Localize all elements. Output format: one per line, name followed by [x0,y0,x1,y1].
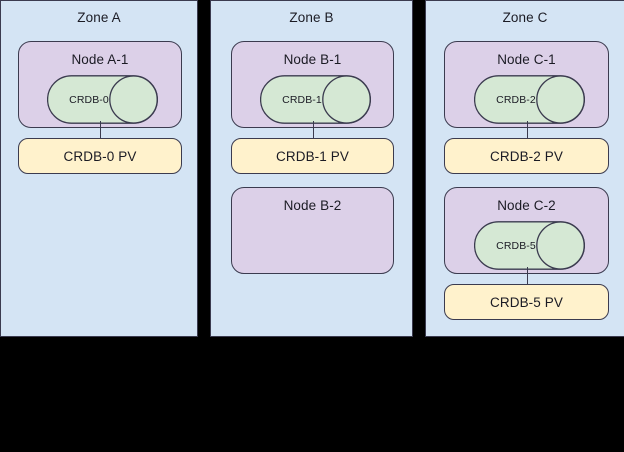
pv-crdb-2: CRDB-2 PV [444,138,609,174]
node-b-1: Node B-1 CRDB-1 [231,41,394,128]
zone-c: Zone C Node C-1 CRDB-2 CRDB-2 PV Node C-… [425,0,624,337]
cylinder-shape-icon [47,75,158,124]
node-c-2-title: Node C-2 [497,198,556,213]
pod-crdb-2: CRDB-2 [474,75,585,124]
connector-node-b-1-to-crdb-1-pv [312,121,315,139]
cylinder-shape-icon [474,75,585,124]
pod-crdb-0: CRDB-0 [47,75,158,124]
pv-crdb-0-label: CRDB-0 PV [63,148,137,164]
pod-crdb-1: CRDB-1 [260,75,371,124]
zone-a: Zone A Node A-1 CRDB-0 CRDB-0 PV [0,0,198,337]
pv-crdb-1-label: CRDB-1 PV [276,148,349,164]
pv-crdb-5: CRDB-5 PV [444,284,609,320]
pv-crdb-5-label: CRDB-5 PV [490,294,563,310]
pod-crdb-1-label: CRDB-1 [282,93,322,106]
zone-a-title: Zone A [77,10,121,25]
pod-crdb-0-label: CRDB-0 [69,93,109,106]
node-a-1-title: Node A-1 [71,52,129,67]
node-b-2-title: Node B-2 [283,198,342,213]
pv-crdb-2-label: CRDB-2 PV [490,148,563,164]
node-a-1: Node A-1 CRDB-0 [18,41,182,128]
node-c-2: Node C-2 CRDB-5 [444,187,609,274]
node-b-1-title: Node B-1 [283,52,342,67]
node-c-1: Node C-1 CRDB-2 [444,41,609,128]
node-c-1-title: Node C-1 [497,52,556,67]
zone-c-title: Zone C [502,10,548,25]
cylinder-shape-icon [260,75,371,124]
zone-b-title: Zone B [289,10,334,25]
connector-node-c-1-to-crdb-2-pv [526,121,529,139]
connector-node-c-2-to-crdb-5-pv [526,267,529,285]
pv-crdb-0: CRDB-0 PV [18,138,182,174]
pod-crdb-2-label: CRDB-2 [496,93,536,106]
zone-b: Zone B Node B-1 CRDB-1 CRDB-1 PV Node B-… [210,0,413,337]
cylinder-shape-icon [474,221,585,270]
pod-crdb-5-label: CRDB-5 [496,239,536,252]
pv-crdb-1: CRDB-1 PV [231,138,394,174]
connector-node-a-1-to-crdb-0-pv [99,121,102,139]
node-b-2: Node B-2 [231,187,394,274]
pod-crdb-5: CRDB-5 [474,221,585,270]
